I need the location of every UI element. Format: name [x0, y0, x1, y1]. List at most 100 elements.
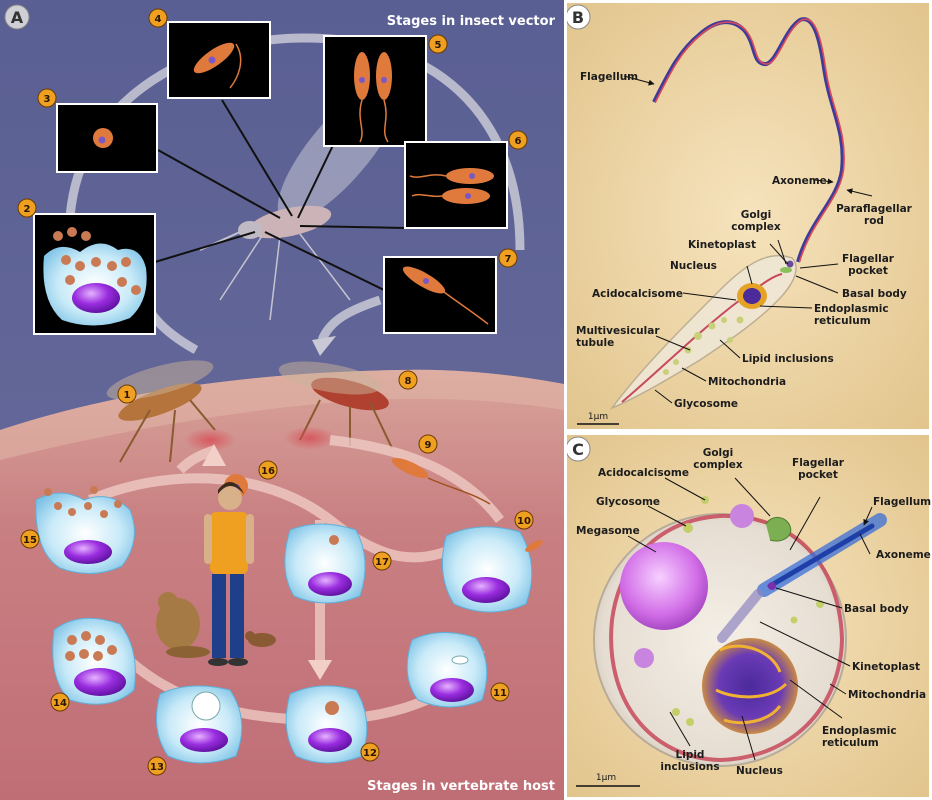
golgi-c [765, 517, 792, 542]
svg-text:16: 16 [261, 466, 275, 477]
golgi-b [780, 267, 792, 273]
label-c-nucleus: Nucleus [736, 765, 783, 777]
svg-text:B: B [572, 8, 584, 27]
label-c-er-1: Endoplasmic [822, 725, 897, 737]
label-c-basal-body: Basal body [844, 603, 909, 615]
host-cell-11 [406, 631, 488, 708]
label-c-mitochondria: Mitochondria [848, 689, 926, 701]
host-arrowhead-down [308, 660, 332, 680]
svg-text:C: C [572, 440, 584, 459]
panel-b-leaders [623, 75, 873, 404]
label-b-flagellum: Flagellum [580, 71, 638, 83]
label-b-glycosome: Glycosome [674, 398, 738, 410]
label-c-golgi-1: Golgi [703, 447, 734, 459]
rodent-host [245, 631, 276, 647]
bite-mark-8 [284, 426, 336, 450]
cycle-arrow-out [317, 295, 382, 342]
stage-box-4 [167, 21, 271, 99]
glycosome-c [683, 523, 693, 533]
human-host [204, 482, 254, 666]
host-arrowhead-up [202, 444, 226, 466]
stage-badge-9: 9 [418, 434, 438, 454]
label-b-er-2: reticulum [814, 315, 871, 327]
panel-c-leaders [627, 477, 873, 761]
stage-badge-11: 11 [490, 682, 510, 702]
label-b-mitochondria: Mitochondria [708, 376, 786, 388]
stage-leaders [154, 99, 406, 291]
panel-c-labels: Golgi complex Flagellar pocket Acidocalc… [576, 447, 931, 777]
acidocalcisome-c-1 [634, 648, 654, 668]
label-b-kinetoplast: Kinetoplast [688, 239, 756, 251]
label-b-basal-body: Basal body [842, 288, 907, 300]
stage-box-6 [404, 141, 508, 229]
skin-surface [0, 369, 564, 460]
panel-b-labels: Flagellum Axoneme Paraflagellar rod Golg… [576, 71, 913, 410]
stage-box-3 [56, 103, 158, 173]
label-b-er-1: Endoplasmic [814, 303, 889, 315]
stage-badge-2: 2 [17, 198, 37, 218]
label-b-flagellar-pocket-2: pocket [848, 265, 888, 277]
bite-mark-1 [184, 428, 236, 452]
stage-badge-14: 14 [50, 692, 70, 712]
mitochondria-b [621, 273, 783, 403]
svg-text:4: 4 [155, 14, 162, 25]
stage-box-7 [383, 256, 497, 334]
megasome-c [620, 542, 708, 630]
svg-text:10: 10 [517, 516, 531, 527]
stage-badge-13: 13 [147, 756, 167, 776]
label-b-multivesicular-2: tubule [576, 337, 614, 349]
host-cell-12 [285, 685, 368, 764]
label-c-golgi-2: complex [693, 459, 743, 471]
nucleus-b [743, 288, 761, 304]
label-c-lipid-1: Lipid [676, 749, 705, 761]
label-c-er-2: reticulum [822, 737, 879, 749]
promastigote-9 [391, 457, 491, 505]
stage-badge-15: 15 [20, 529, 40, 549]
panel-c: Golgi complex Flagellar pocket Acidocalc… [565, 435, 931, 797]
mosquito-feeding-8 [278, 361, 393, 449]
stage-badge-1: 1 [117, 384, 137, 404]
svg-text:2: 2 [24, 204, 31, 215]
mitochondria-c [609, 513, 845, 763]
host-cell-10 [441, 526, 543, 613]
dog-host [156, 592, 210, 658]
host-stages-title: Stages in vertebrate host [367, 779, 555, 794]
panel-b-background [567, 3, 929, 429]
stage-badges: 1 2 3 4 5 6 7 8 9 10 11 12 13 14 15 16 1… [17, 8, 534, 776]
svg-text:1μm: 1μm [588, 412, 608, 422]
svg-text:1: 1 [124, 390, 131, 401]
host-cell-13 [155, 685, 243, 764]
stage-badge-16: 16 [258, 460, 278, 480]
label-b-axoneme: Axoneme [772, 175, 827, 187]
label-c-glycosome: Glycosome [596, 496, 660, 508]
label-c-flagellar-pocket-2: pocket [798, 469, 838, 481]
label-b-golgi-1: Golgi [741, 209, 772, 221]
label-b-golgi-2: complex [731, 221, 781, 233]
stage-badge-10: 10 [514, 510, 534, 530]
host-cell-15 [35, 486, 135, 575]
svg-text:A: A [11, 8, 24, 27]
svg-text:7: 7 [505, 254, 512, 265]
panel-a-letter: A [4, 4, 30, 30]
stage-badge-17: 17 [372, 551, 392, 571]
label-b-lipid-inclusions: Lipid inclusions [742, 353, 834, 365]
panel-b: Flagellum Axoneme Paraflagellar rod Golg… [565, 3, 929, 429]
svg-text:8: 8 [405, 376, 412, 387]
stage-badge-7: 7 [498, 248, 518, 268]
panel-c-letter: C [565, 436, 591, 462]
svg-text:17: 17 [375, 557, 389, 568]
label-c-megasome: Megasome [576, 525, 640, 537]
svg-text:15: 15 [23, 535, 37, 546]
label-c-flagellar-pocket-1: Flagellar [792, 457, 845, 469]
scale-bar-c: 1μm [576, 773, 640, 787]
panel-divider-horizontal [567, 429, 932, 435]
panel-b-letter: B [565, 4, 591, 30]
svg-text:6: 6 [515, 136, 522, 147]
label-c-acidocalcisome: Acidocalcisome [598, 467, 689, 479]
svg-text:12: 12 [363, 748, 377, 759]
label-b-multivesicular-1: Multivesicular [576, 325, 660, 337]
label-b-nucleus: Nucleus [670, 260, 717, 272]
axoneme-c [767, 523, 875, 589]
label-c-axoneme: Axoneme [876, 549, 931, 561]
lipid-inclusions-c [672, 600, 824, 726]
